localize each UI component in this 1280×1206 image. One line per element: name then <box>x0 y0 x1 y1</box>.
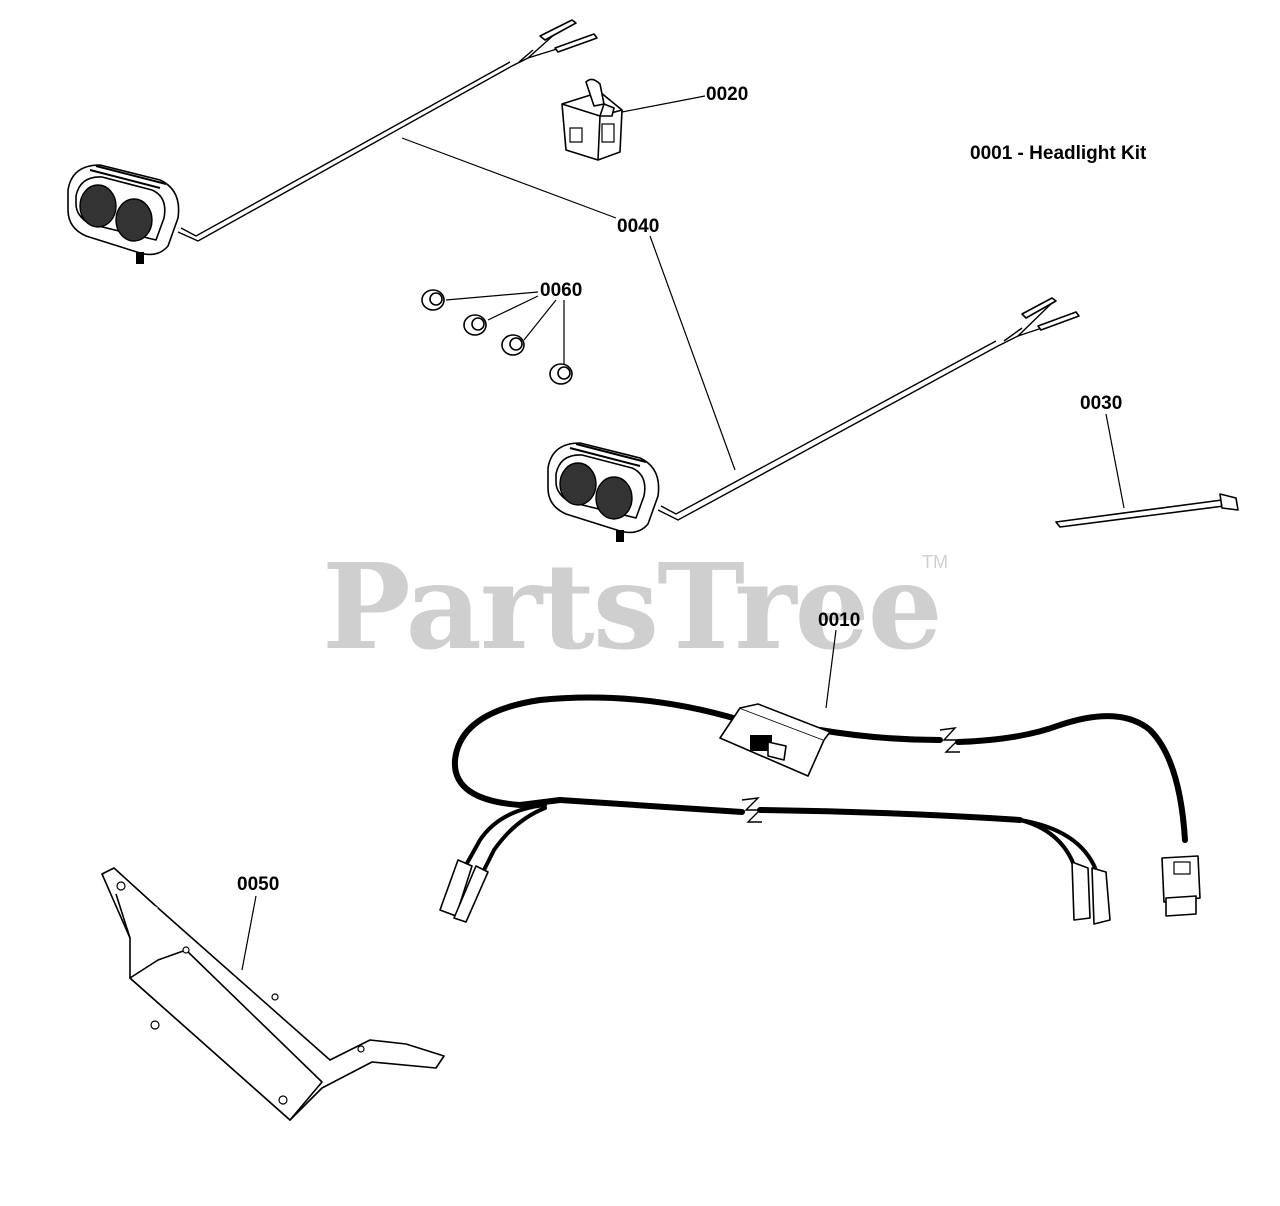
mounting-bracket[interactable] <box>101 867 445 1121</box>
grommet-4[interactable] <box>549 363 573 385</box>
cable-tie[interactable] <box>1055 493 1239 528</box>
leader-lines <box>241 95 1125 971</box>
grommets[interactable] <box>421 289 573 385</box>
watermark-trademark: TM <box>922 552 948 572</box>
grommet-1[interactable] <box>421 289 445 311</box>
grommet-3[interactable] <box>501 334 525 356</box>
callout-0020[interactable]: 0020 <box>706 84 748 105</box>
rocker-switch[interactable] <box>561 78 623 161</box>
wiring-harness[interactable] <box>439 694 1201 925</box>
callout-0030[interactable]: 0030 <box>1080 393 1122 414</box>
headlight-center[interactable] <box>547 297 1080 542</box>
callout-0040[interactable]: 0040 <box>617 216 659 237</box>
callout-0010[interactable]: 0010 <box>818 610 860 631</box>
callout-0050[interactable]: 0050 <box>237 874 279 895</box>
grommet-2[interactable] <box>463 314 487 336</box>
callout-0060[interactable]: 0060 <box>540 280 582 301</box>
kit-title: 0001 - Headlight Kit <box>970 143 1147 164</box>
headlight-upper-left[interactable] <box>67 19 598 264</box>
watermark-brand: PartsTree <box>322 537 941 676</box>
